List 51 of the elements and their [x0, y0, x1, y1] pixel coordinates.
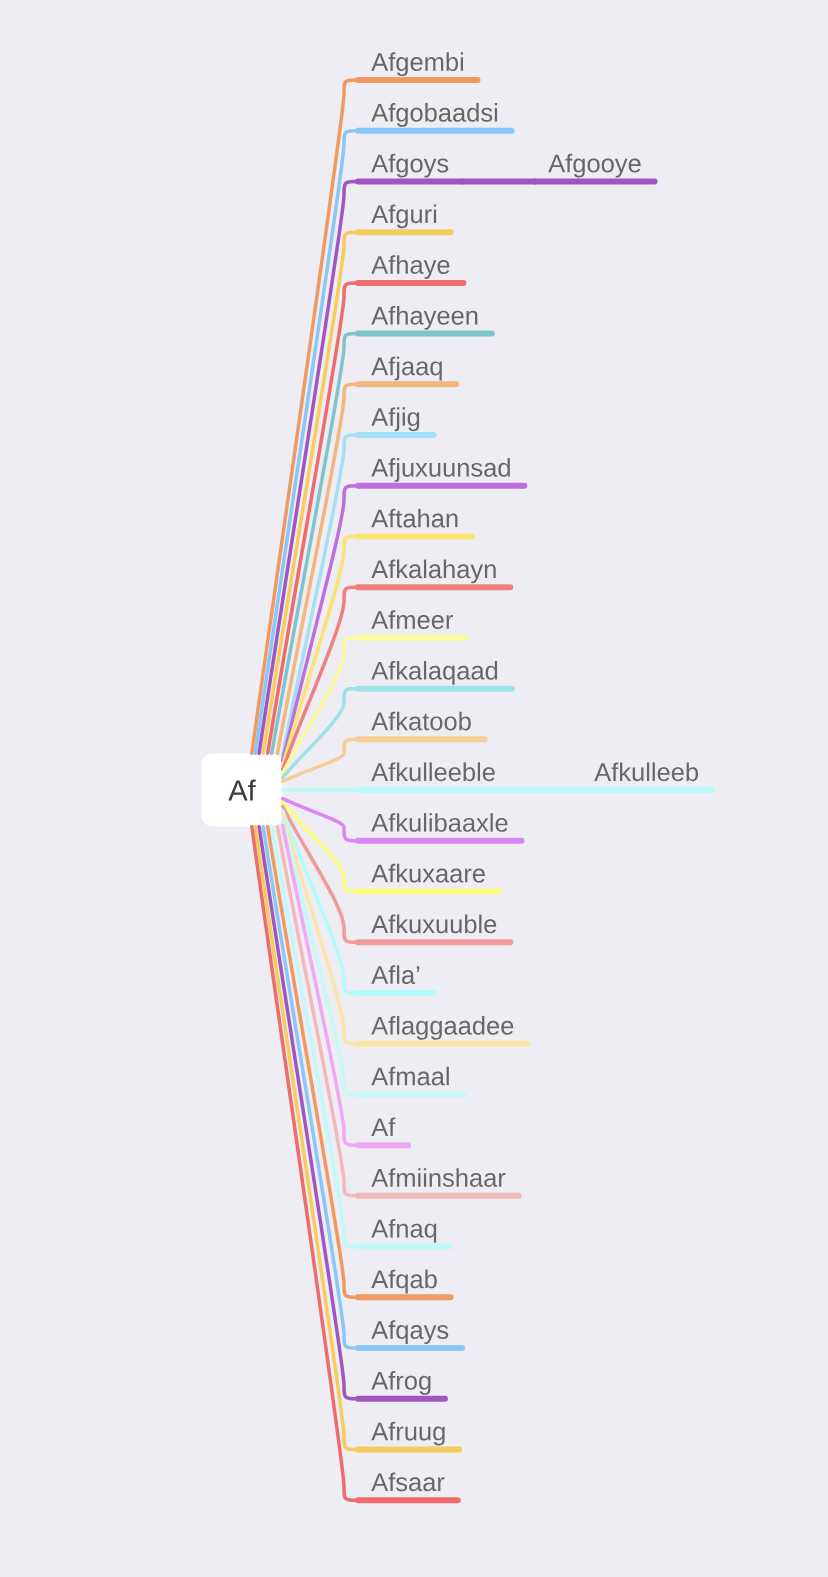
underlined-topic: Afrog: [355, 1371, 448, 1402]
underlined-topic: Afqab: [355, 1269, 454, 1301]
root-topic-box: Af: [201, 753, 283, 827]
branch-line: [280, 686, 360, 780]
underlined-topic: Afjuxuunsad: [355, 458, 528, 489]
underlined-topic: Afhayeen: [355, 305, 495, 337]
branch-line: [280, 804, 360, 944]
underlined-topic: Afnaq: [355, 1218, 454, 1250]
branch-line: [280, 823, 360, 1147]
underlined-topic: Afgobaadsi: [355, 103, 515, 134]
branch-line: [280, 788, 360, 792]
underlined-topic: Afkulibaaxle: [355, 813, 525, 844]
underlined-topic: Afjig: [355, 407, 437, 439]
underlined-topic: Afjaaq: [355, 356, 460, 388]
underlined-topic: Afhaye: [355, 255, 467, 286]
underlined-topic: Afmaal: [355, 1066, 467, 1098]
underlined-topic: Afkulleeb: [578, 762, 715, 794]
underlined-topic: Afruug: [355, 1421, 463, 1453]
underlined-topic: Afmeer: [355, 610, 470, 641]
branch-line: [275, 824, 360, 1198]
underlined-topic: Afgoys: [355, 153, 465, 185]
underlined-topic: Afla’: [355, 965, 437, 996]
underlined-topic: Afkulleeble: [355, 762, 512, 794]
underlined-topic: Aflaggaadee: [355, 1016, 531, 1047]
underlined-topic: Afkuxuuble: [355, 914, 514, 946]
branch-line: [280, 800, 360, 894]
branch-line: [280, 796, 360, 843]
branch-line: [280, 737, 360, 784]
underlined-topic: Afkatoob: [355, 711, 488, 743]
underlined-topic: Afgembi: [355, 52, 481, 83]
underlined-topic: Afqays: [355, 1320, 465, 1351]
underlined-topic: Af: [355, 1117, 412, 1149]
branch-line: [280, 812, 360, 1046]
underlined-topic: Afkalaqaad: [355, 660, 515, 692]
branch-line: [280, 484, 360, 763]
underlined-topic: Afkuxaare: [355, 863, 502, 895]
branch-line: [280, 636, 360, 776]
underlined-topic: Afsaar: [355, 1472, 461, 1504]
branch-line: [280, 817, 360, 1097]
branch-line: [506, 787, 584, 794]
branch-line: [275, 382, 360, 756]
underlined-topic: Aftahan: [355, 508, 475, 540]
underlined-topic: Afguri: [355, 204, 454, 236]
branch-line: [280, 809, 360, 995]
branch-line: [280, 585, 360, 771]
underlined-topic: Afmiinshaar: [355, 1168, 522, 1199]
branch-line: [280, 534, 360, 768]
branch-line: [459, 178, 538, 185]
underlined-topic: Afkalahayn: [355, 559, 514, 591]
underlined-topic: Afgooye: [532, 153, 658, 185]
branch-line: [280, 433, 360, 757]
